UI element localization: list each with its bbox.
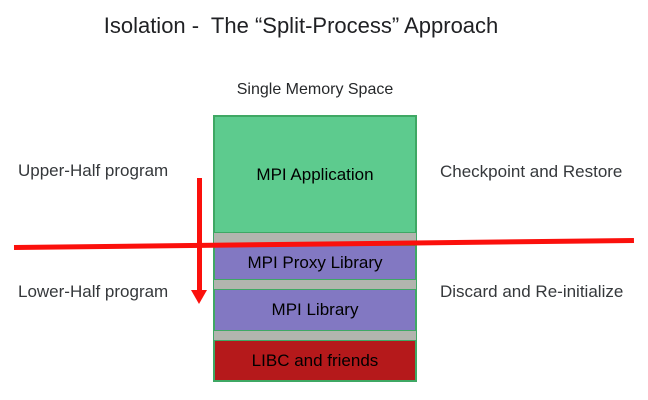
block-mpi-library-label: MPI Library <box>271 300 359 319</box>
block-mpi-proxy-library: MPI Proxy Library <box>214 245 416 280</box>
block-mpi-library: MPI Library <box>214 289 416 331</box>
memory-space-label: Single Memory Space <box>236 81 394 98</box>
stack-separator <box>214 280 416 289</box>
slide-title: Isolation - The “Split-Process” Approach <box>103 13 499 38</box>
block-libc-and-friends-label: LIBC and friends <box>251 350 379 370</box>
memory-stack: MPI Application MPI Proxy Library MPI Li… <box>213 115 417 382</box>
stack-separator <box>214 331 416 340</box>
discard-reinitialize-label: Discard and Re-initialize <box>440 282 624 301</box>
checkpoint-restore-label: Checkpoint and Restore <box>440 162 623 181</box>
block-mpi-application-label: MPI Application <box>256 164 374 184</box>
block-mpi-application: MPI Application <box>214 116 416 233</box>
upper-half-program-label: Upper-Half program <box>18 161 169 180</box>
block-libc-and-friends: LIBC and friends <box>214 340 416 381</box>
lower-half-program-label: Lower-Half program <box>18 282 169 301</box>
block-mpi-proxy-library-label: MPI Proxy Library <box>247 252 383 272</box>
down-arrow-head-icon <box>191 290 207 304</box>
down-arrow-shaft <box>197 178 202 290</box>
